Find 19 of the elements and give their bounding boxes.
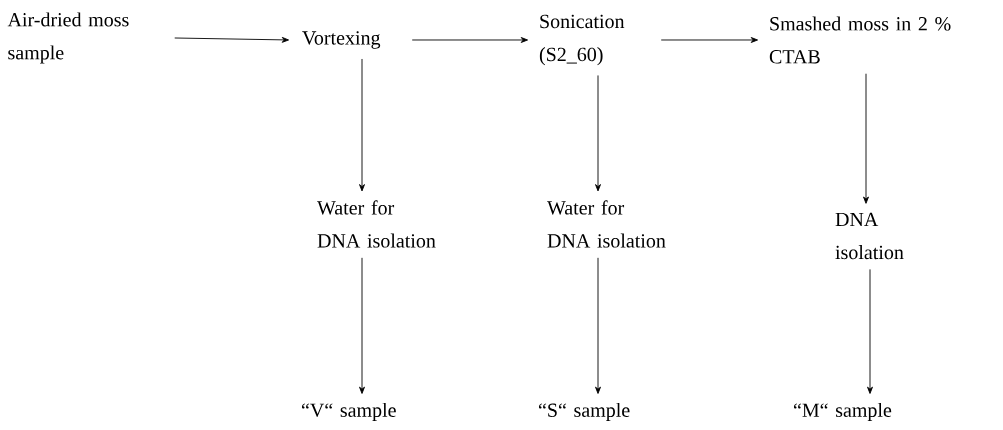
arrow <box>595 75 601 192</box>
step-text: “S“ sample <box>538 402 630 422</box>
step-text: “V“ sample <box>301 402 396 422</box>
arrow <box>359 58 365 192</box>
arrow <box>411 37 529 43</box>
step-text: Water for DNA isolation <box>317 200 436 248</box>
step-text: Sonication (S2_60) <box>539 14 625 66</box>
step-text: Vortexing <box>302 31 381 49</box>
step-text: Smashed moss in 2 % CTAB <box>769 16 951 64</box>
step-text: Air-dried moss sample <box>7 12 129 64</box>
step-text: “M“ sample <box>793 402 892 422</box>
arrow <box>174 36 289 43</box>
arrow <box>660 37 758 43</box>
step-text: Water for DNA isolation <box>547 200 666 248</box>
arrow <box>867 268 873 394</box>
step-text: DNA isolation <box>835 212 904 260</box>
arrow <box>863 73 869 204</box>
arrow <box>359 257 365 394</box>
arrow <box>595 257 601 394</box>
